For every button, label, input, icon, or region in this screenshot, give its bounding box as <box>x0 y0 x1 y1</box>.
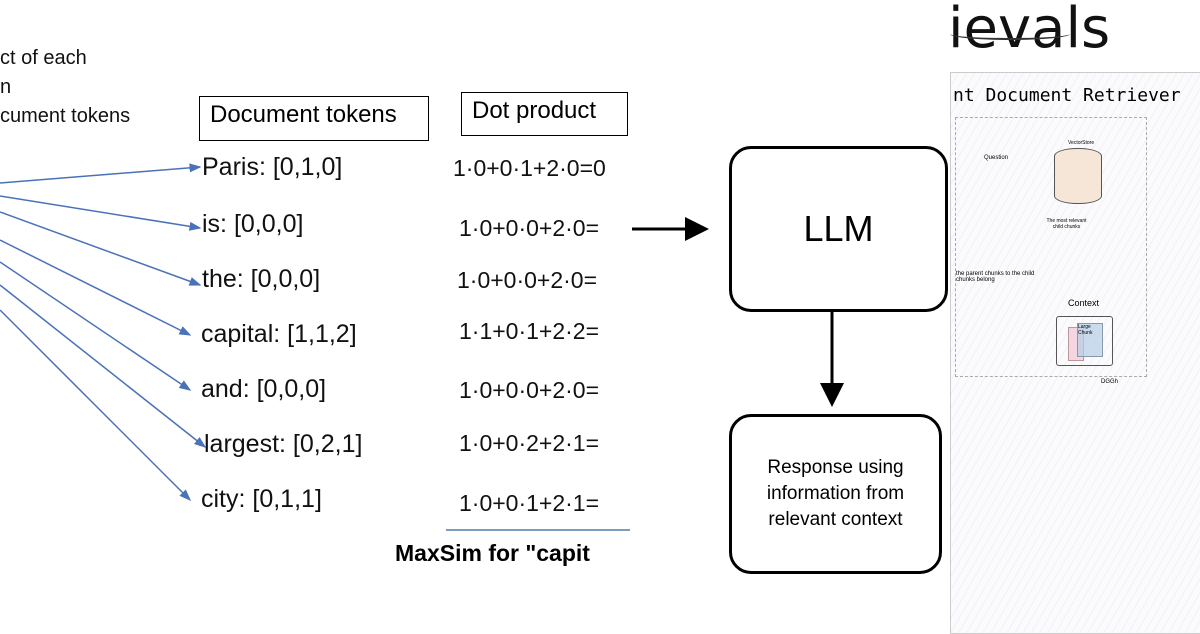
document-tokens-header: Document tokens <box>199 96 429 141</box>
dot-paris: 1·0+0·1+2·0=0 <box>453 155 606 181</box>
arrow-and <box>0 261 192 391</box>
maxsim-label: MaxSim for "capit <box>395 540 590 566</box>
token-the: the: [0,0,0] <box>202 265 321 293</box>
dot-the: 1·0+0·0+2·0= <box>457 267 598 293</box>
retriever-diagram: nt Document Retriever VectorStore Questi… <box>950 72 1200 634</box>
left-text-2: n <box>0 76 12 98</box>
title-underline <box>950 20 1070 40</box>
dot-city: 1·0+0·1+2·1= <box>459 490 600 516</box>
context-box: Large Chunk <box>1056 316 1113 366</box>
token-is: is: [0,0,0] <box>202 210 304 238</box>
relevant-chunks-label: The most relevant child chunks <box>1046 218 1087 230</box>
left-text-3: cument tokens <box>0 105 131 127</box>
llm-box: LLM <box>729 146 948 312</box>
arrow-paris <box>0 163 202 184</box>
large-chunk-blue: Large Chunk <box>1077 323 1103 357</box>
inner-panel: VectorStore Question The most relevant c… <box>955 117 1147 377</box>
token-capital: capital: [1,1,2] <box>201 320 357 348</box>
arrow-the <box>0 211 202 286</box>
dot-largest: 1·0+0·2+2·1= <box>459 430 600 456</box>
signature: DGGh <box>1101 379 1119 385</box>
token-city: city: [0,1,1] <box>201 485 322 513</box>
dot-capital: 1·1+0·1+2·2= <box>459 318 600 344</box>
context-label: Context <box>1068 298 1100 308</box>
token-and: and: [0,0,0] <box>201 375 327 403</box>
token-largest: largest: [0,2,1] <box>204 430 363 458</box>
question-label: Question <box>984 155 1009 161</box>
retriever-title: nt Document Retriever <box>953 85 1181 106</box>
arrow-city <box>0 309 192 502</box>
left-text-1: ct of each <box>0 47 87 69</box>
arrow-capital <box>0 239 192 336</box>
parent-chunks-label: the parent chunks to the child chunks be… <box>956 271 1035 283</box>
response-box: Response using information from relevant… <box>729 414 942 574</box>
vectorstore-label: VectorStore <box>1068 140 1095 146</box>
arrow-is <box>0 195 202 231</box>
vectorstore-icon <box>1054 148 1102 204</box>
token-paris: Paris: [0,1,0] <box>202 153 343 181</box>
dot-is: 1·0+0·0+2·0= <box>459 215 600 241</box>
dot-and: 1·0+0·0+2·0= <box>459 377 600 403</box>
dot-product-header: Dot product <box>461 92 628 136</box>
arrow-largest <box>0 284 207 448</box>
